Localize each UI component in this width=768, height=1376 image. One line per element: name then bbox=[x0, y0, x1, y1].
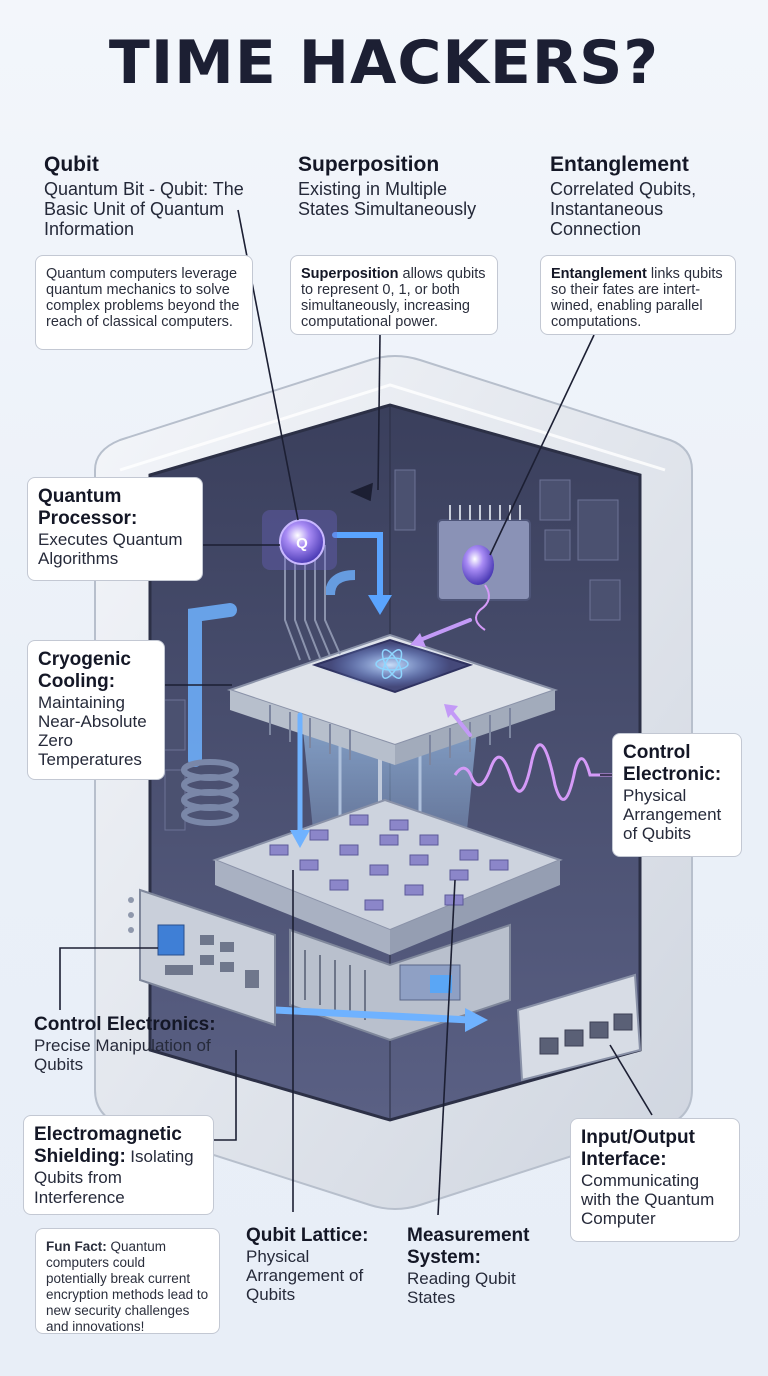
control-electronic-desc: Physical Arrangement of Qubits bbox=[623, 786, 722, 843]
electromagnetic-shielding-title: Electromagnetic Shielding: bbox=[34, 1124, 182, 1167]
control-signal-wave bbox=[453, 743, 615, 801]
electromagnetic-shielding-callout: Electromagnetic Shielding: Isolating Qub… bbox=[23, 1115, 214, 1215]
entanglement-heading: Entanglement bbox=[550, 153, 689, 176]
qubit-heading: Qubit bbox=[44, 153, 99, 176]
io-interface-title: Input/Output Interface: bbox=[581, 1127, 695, 1170]
qubit-subtitle: Quantum Bit - Qubit: The Basic Unit of Q… bbox=[44, 179, 244, 239]
page-title: TIME HACKERS? bbox=[108, 28, 660, 98]
entanglement-info-box: Entanglement links qubits so their fates… bbox=[540, 255, 736, 335]
io-interface-callout: Input/Output Interface: Communicating wi… bbox=[570, 1118, 740, 1242]
measurement-system-title: Measurement System: bbox=[407, 1225, 530, 1268]
cryogenic-cooling-callout: Cryogenic Cooling: Maintaining Near-Abso… bbox=[27, 640, 165, 780]
entanglement-info-text: links qubits so their fates are intert-w… bbox=[551, 266, 723, 330]
electromagnetic-shielding-desc: Isolating Qubits from Interference bbox=[34, 1147, 194, 1207]
superposition-heading: Superposition bbox=[298, 153, 440, 176]
io-port-panel bbox=[516, 973, 642, 1082]
superposition-info-text: allows qubits to represent 0, 1, or both… bbox=[301, 266, 486, 330]
cryogenic-cooling-desc: Maintaining Near-Absolute Zero Temperatu… bbox=[38, 693, 147, 769]
fun-fact-text: Quantum computers could potentially brea… bbox=[46, 1239, 209, 1334]
qubit-lattice-title: Qubit Lattice: bbox=[246, 1225, 369, 1246]
quantum-processor-desc: Executes Quantum Algorithms bbox=[38, 530, 183, 568]
quantum-processor-chip bbox=[226, 545, 559, 765]
measurement-system-desc: Reading Qubit States bbox=[407, 1269, 516, 1307]
control-electronics-callout: Control Electronics: Precise Manipulatio… bbox=[34, 1014, 224, 1074]
cryogenic-coil bbox=[181, 570, 356, 826]
control-electronics-panel bbox=[128, 888, 276, 1027]
superposition-subtitle: Existing in Multiple States Simultaneous… bbox=[298, 179, 477, 219]
qubit-lattice-callout: Qubit Lattice: Physical Arrangement of Q… bbox=[246, 1225, 386, 1304]
qubit-lattice-desc: Physical Arrangement of Qubits bbox=[246, 1247, 364, 1304]
control-electronic-title: Control Electronic: bbox=[623, 742, 722, 785]
qubit-symbol: Q bbox=[296, 535, 308, 552]
superposition-info-bold: Superposition bbox=[301, 266, 399, 282]
qubit-info-text: Quantum computers leverage quantum mecha… bbox=[46, 266, 240, 330]
flow-arrows bbox=[271, 532, 488, 1032]
superposition-info-box: Superposition allows qubits to represent… bbox=[290, 255, 498, 335]
measurement-system-callout: Measurement System: Reading Qubit States bbox=[407, 1225, 547, 1307]
qubit-orb-icon: Q bbox=[262, 510, 337, 570]
callout-leader-lines bbox=[59, 209, 653, 1216]
cryogenic-cooling-title: Cryogenic Cooling: bbox=[38, 649, 131, 692]
io-interface-desc: Communicating with the Quantum Computer bbox=[581, 1171, 715, 1228]
entanglement-info-bold: Entanglement bbox=[551, 266, 647, 282]
control-electronic-callout: Control Electronic: Physical Arrangement… bbox=[612, 733, 742, 857]
control-electronics-desc: Precise Manipulation of Qubits bbox=[34, 1036, 211, 1074]
quantum-processor-callout: Quantum Processor: Executes Quantum Algo… bbox=[27, 477, 203, 581]
control-electronics-title: Control Electronics: bbox=[34, 1014, 216, 1035]
qubit-info-box: Quantum computers leverage quantum mecha… bbox=[35, 255, 253, 350]
entanglement-chip bbox=[437, 505, 531, 631]
entanglement-subtitle: Correlated Qubits, Instantaneous Connect… bbox=[550, 179, 697, 239]
quantum-processor-title: Quantum Processor: bbox=[38, 486, 138, 529]
fun-fact-label: Fun Fact: bbox=[46, 1239, 107, 1254]
fun-fact-box: Fun Fact: Quantum computers could potent… bbox=[35, 1228, 220, 1334]
